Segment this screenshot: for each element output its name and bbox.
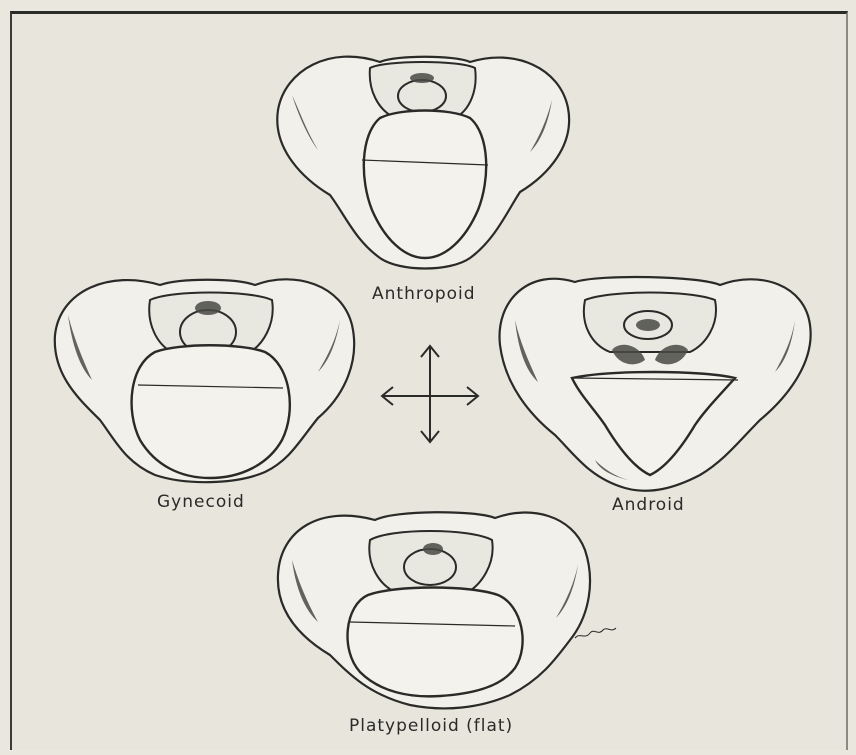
label-gynecoid: Gynecoid [157,492,245,512]
label-anthropoid: Anthropoid [372,284,476,304]
gynecoid-pelvis [55,279,354,482]
anthropoid-pelvis [277,57,569,269]
android-pelvis [500,277,811,491]
direction-arrows-icon [382,346,478,442]
artist-signature [575,628,616,638]
label-platypelloid: Platypelloid (flat) [349,716,513,736]
label-android: Android [612,495,685,515]
platypelloid-pelvis [278,512,616,708]
